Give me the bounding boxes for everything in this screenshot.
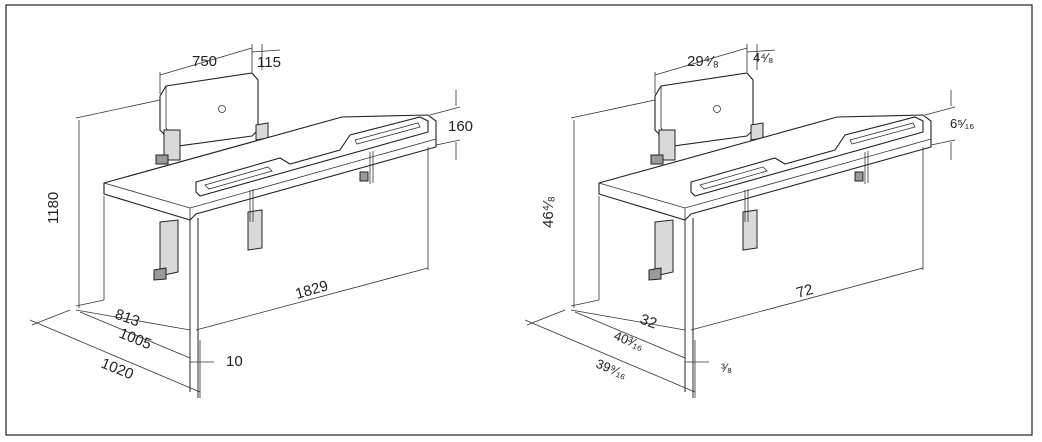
metric-depth-1005-label: 1005 (117, 325, 154, 353)
metric-width-back-label: 750 (192, 53, 217, 70)
metric-depth-1020-label: 1020 (99, 355, 136, 383)
imperial-support-post (648, 209, 758, 281)
imperial-length-label: 72 (794, 281, 815, 302)
imperial-offset-label: ³⁄₈ (721, 361, 732, 375)
imperial-depth-40-label: 40³⁄₁₆ (612, 328, 646, 353)
metric-front-leg (189, 218, 199, 398)
imperial-depth-back-label: 4⁴⁄₈ (753, 50, 773, 65)
metric-drawing: 750 115 1180 160 1829 813 1005 1020 10 (29, 44, 473, 398)
metric-height-label: 1180 (45, 192, 62, 224)
imperial-rail-height-label: 6⁵⁄₁₆ (950, 116, 974, 131)
imperial-table-top (598, 114, 932, 222)
imperial-front-leg (684, 218, 694, 398)
metric-depth-back-label: 115 (257, 54, 281, 71)
metric-rail-height-label: 160 (448, 118, 473, 135)
imperial-height-label: 46⁴⁄₈ (540, 196, 557, 228)
imperial-back-panel (650, 72, 764, 165)
imperial-width-back-label: 29⁴⁄₈ (687, 53, 719, 70)
imperial-dimension-lines (524, 44, 956, 398)
metric-table-top (103, 114, 437, 222)
imperial-drawing: 29⁴⁄₈ 4⁴⁄₈ 46⁴⁄₈ 6⁵⁄₁₆ 72 32 40³⁄₁₆ 39⁹⁄… (524, 44, 974, 398)
imperial-depth-39-label: 39⁹⁄₁₆ (594, 356, 629, 382)
metric-support-post (153, 209, 263, 281)
imperial-depth-32-label: 32 (638, 311, 659, 333)
metric-dimension-lines (29, 44, 461, 398)
frame-border (5, 4, 1033, 436)
metric-offset-label: 10 (226, 353, 243, 370)
